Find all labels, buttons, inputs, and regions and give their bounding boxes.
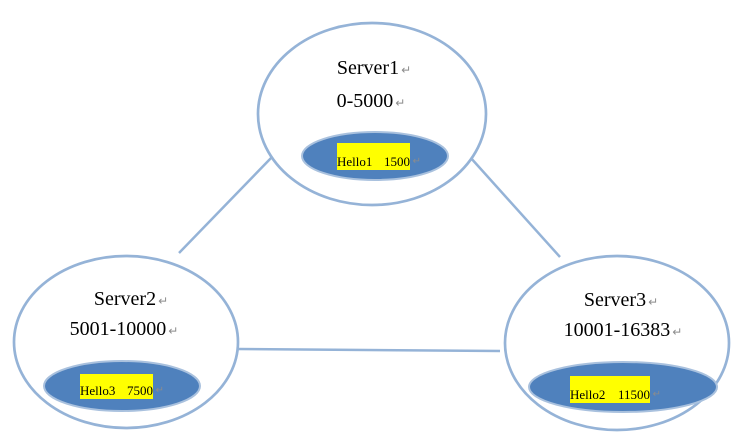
paragraph-mark-icon: ↵ bbox=[158, 294, 169, 308]
edge-server1-server2 bbox=[178, 156, 273, 254]
server2-name-label: Server2 bbox=[93, 288, 157, 310]
server2-slot-value: 7500 bbox=[127, 383, 153, 398]
server3-range-label: 10001-16383 bbox=[563, 319, 671, 341]
server3-range: 10001-16383 ↵ bbox=[564, 318, 683, 344]
server1-slot-value: 1500 bbox=[384, 154, 410, 169]
server2-slot-badge: Hello3 7500 ↵ bbox=[80, 374, 164, 399]
server2-title: Server2 ↵ bbox=[94, 287, 168, 313]
server1-slot-badge: Hello1 1500 ↵ bbox=[337, 143, 421, 170]
paragraph-mark-icon: ↵ bbox=[672, 325, 683, 339]
server3-name-label: Server3 bbox=[583, 289, 647, 311]
server3-slot-badge: Hello2 11500 ↵ bbox=[570, 376, 661, 403]
edge-server1-server3 bbox=[469, 156, 561, 258]
paragraph-mark-icon: ↵ bbox=[395, 96, 406, 110]
server1-range-label: 0-5000 bbox=[336, 90, 394, 112]
server2-range: 5001-10000 ↵ bbox=[70, 317, 179, 343]
server2-slot-label: Hello3 bbox=[80, 383, 116, 398]
server3-slot-value: 11500 bbox=[617, 387, 650, 402]
paragraph-mark-icon: ↵ bbox=[648, 295, 659, 309]
paragraph-mark-icon: ↵ bbox=[412, 156, 421, 167]
paragraph-mark-icon: ↵ bbox=[652, 389, 661, 400]
server1-name-label: Server1 bbox=[336, 57, 400, 79]
paragraph-mark-icon: ↵ bbox=[155, 385, 164, 396]
edge-server2-server3 bbox=[237, 347, 501, 353]
server3-slot-label: Hello2 bbox=[570, 387, 606, 402]
server1-slot-label: Hello1 bbox=[337, 154, 373, 169]
server2-range-label: 5001-10000 bbox=[69, 318, 167, 340]
paragraph-mark-icon: ↵ bbox=[168, 324, 179, 338]
paragraph-mark-icon: ↵ bbox=[401, 63, 412, 77]
server1-title: Server1 ↵ bbox=[337, 56, 411, 82]
server3-title: Server3 ↵ bbox=[584, 288, 658, 314]
server1-range: 0-5000 ↵ bbox=[337, 89, 406, 115]
